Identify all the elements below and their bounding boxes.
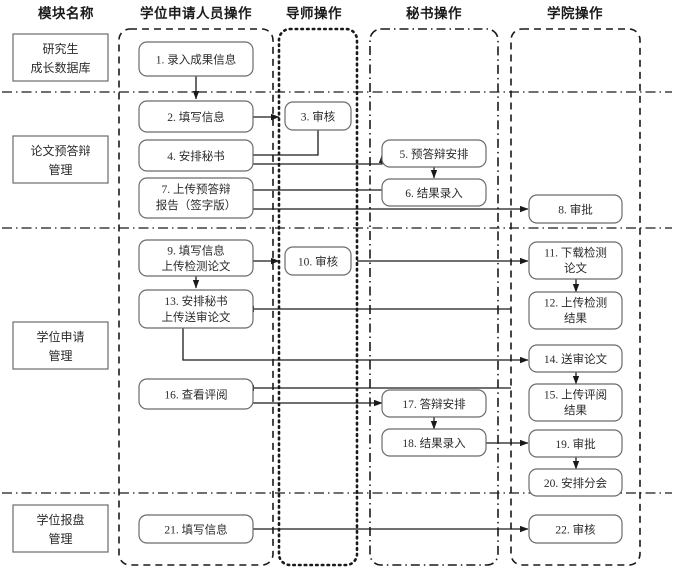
node-n20[interactable]: 20. 安排分会 xyxy=(528,468,623,497)
node-n17-line1: 17. 答辩安排 xyxy=(402,397,466,411)
node-n5-line1: 5. 预答辩安排 xyxy=(400,147,469,161)
node-n22[interactable]: 22. 审核 xyxy=(528,514,623,544)
node-n5[interactable]: 5. 预答辩安排 xyxy=(381,139,487,168)
module-box-m2: 论文预答辩 管理 xyxy=(12,135,109,184)
node-n19-line1: 19. 审批 xyxy=(555,437,596,451)
node-n6[interactable]: 6. 结果录入 xyxy=(381,178,487,207)
node-n10[interactable]: 10. 审核 xyxy=(284,246,352,276)
node-n8[interactable]: 8. 审批 xyxy=(528,194,623,224)
node-n4-line1: 4. 安排秘书 xyxy=(167,149,225,163)
node-n15-line2: 结果 xyxy=(564,404,587,417)
lane-header-module: 模块名称 xyxy=(38,5,94,21)
lane-box-college xyxy=(510,28,641,566)
node-n4[interactable]: 4. 安排秘书 xyxy=(138,139,254,172)
module-box-m1: 研究生 成长数据库 xyxy=(12,33,109,82)
lane-header-secretary: 秘书操作 xyxy=(406,5,462,21)
node-n3-line1: 3. 审核 xyxy=(301,110,336,124)
node-n19[interactable]: 19. 审批 xyxy=(528,429,623,458)
node-n10-line1: 10. 审核 xyxy=(298,255,339,269)
module-m1-line1: 研究生 xyxy=(42,41,78,56)
node-n7[interactable]: 7. 上传预答辩 报告（签字版） xyxy=(138,177,254,219)
node-n8-line1: 8. 审批 xyxy=(558,203,593,217)
node-n13-line2: 上传送审论文 xyxy=(162,310,231,324)
edge-n13-n14 xyxy=(182,328,529,364)
lane-header-college: 学院操作 xyxy=(547,5,603,21)
node-n1-line1: 1. 录入成果信息 xyxy=(156,53,237,67)
node-n11[interactable]: 11. 下载检测 论文 xyxy=(528,241,623,280)
module-m2-line2: 管理 xyxy=(48,162,72,177)
module-m2-line1: 论文预答辩 xyxy=(30,143,90,158)
module-m3-line1: 学位申请 xyxy=(36,329,84,344)
lane-header-applicant: 学位申请人员操作 xyxy=(140,5,252,21)
node-n13[interactable]: 13. 安排秘书 上传送审论文 xyxy=(138,289,254,329)
module-box-m3: 学位申请 管理 xyxy=(12,321,109,370)
node-n14-line1: 14. 送审论文 xyxy=(544,352,608,366)
node-n9[interactable]: 9. 填写信息 上传检测论文 xyxy=(138,239,254,277)
node-n12-line2: 结果 xyxy=(564,312,587,325)
module-m1-line2: 成长数据库 xyxy=(30,60,90,75)
node-n2-line1: 2. 填写信息 xyxy=(167,110,225,124)
module-label-column: 研究生 成长数据库 论文预答辩 管理 学位申请 管理 学位报盘 管理 xyxy=(12,33,109,553)
node-n9-line2: 上传检测论文 xyxy=(162,259,231,273)
lane-box-applicant xyxy=(118,28,274,566)
node-n2[interactable]: 2. 填写信息 xyxy=(138,100,254,133)
node-n15-line1: 15. 上传评阅 xyxy=(544,388,607,402)
node-n9-line1: 9. 填写信息 xyxy=(167,244,225,258)
node-n11-line2: 论文 xyxy=(564,261,587,275)
node-n22-line1: 22. 审核 xyxy=(555,523,596,537)
module-m4-line1: 学位报盘 xyxy=(36,512,84,527)
module-row-separators xyxy=(2,91,672,494)
node-n12-line1: 12. 上传检测 xyxy=(544,296,607,310)
node-n1[interactable]: 1. 录入成果信息 xyxy=(138,41,254,77)
module-m3-line2: 管理 xyxy=(48,348,72,363)
node-n16[interactable]: 16. 查看评阅 xyxy=(138,378,254,410)
node-n7-line1: 7. 上传预答辩 xyxy=(162,182,231,196)
node-n11-line1: 11. 下载检测 xyxy=(544,246,607,260)
node-n21-line1: 21. 填写信息 xyxy=(164,523,227,537)
node-n20-line1: 20. 安排分会 xyxy=(544,476,608,490)
node-n6-line1: 6. 结果录入 xyxy=(405,187,463,200)
lane-box-advisor xyxy=(277,27,359,567)
node-n18-line1: 18. 结果录入 xyxy=(402,437,466,450)
process-nodes: 1. 录入成果信息 2. 填写信息 3. 审核 4. 安排秘书 5. 预答辩安排… xyxy=(138,41,623,544)
module-m4-line2: 管理 xyxy=(48,531,72,546)
node-n17[interactable]: 17. 答辩安排 xyxy=(381,389,487,418)
node-n13-line1: 13. 安排秘书 xyxy=(164,294,227,308)
node-n15[interactable]: 15. 上传评阅 结果 xyxy=(528,383,623,422)
node-n12[interactable]: 12. 上传检测 结果 xyxy=(528,291,623,330)
module-box-m4: 学位报盘 管理 xyxy=(12,504,109,553)
node-n21[interactable]: 21. 填写信息 xyxy=(138,514,254,544)
lane-header-advisor: 导师操作 xyxy=(286,5,342,21)
lane-containers xyxy=(118,27,641,567)
node-n7-line2: 报告（签字版） xyxy=(156,198,237,212)
node-n18[interactable]: 18. 结果录入 xyxy=(381,428,487,457)
lane-box-secretary xyxy=(369,28,499,566)
node-n14[interactable]: 14. 送审论文 xyxy=(528,344,623,373)
node-n16-line1: 16. 查看评阅 xyxy=(164,388,227,402)
node-n3[interactable]: 3. 审核 xyxy=(284,101,352,131)
lane-header-row: 模块名称 学位申请人员操作 导师操作 秘书操作 学院操作 xyxy=(38,5,603,21)
